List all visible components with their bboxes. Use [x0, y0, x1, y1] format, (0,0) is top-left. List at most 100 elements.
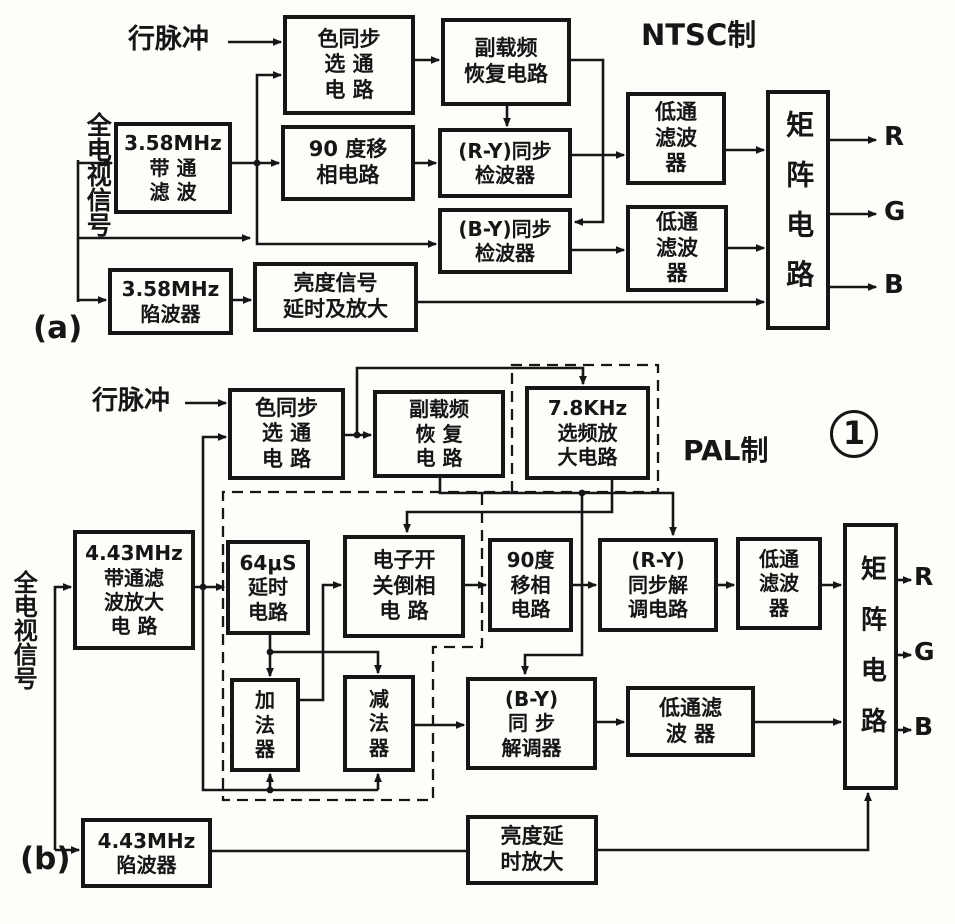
b-wire-input-trunk-to-bandpass	[53, 583, 73, 850]
block-label-line: 相电路	[316, 163, 380, 187]
b-junction-dot-0	[199, 583, 207, 591]
block-label-line: (B-Y)同步	[458, 216, 552, 241]
block-label-line: 矩阵电路	[856, 555, 887, 758]
block-label-line: (R-Y)	[631, 548, 685, 573]
block-label-line: 加	[255, 688, 275, 713]
block-label-line: 电 路	[261, 446, 312, 471]
b-block-luma-delay-amp: 亮度延时放大	[466, 815, 598, 885]
block-label-line: 选频放	[557, 420, 618, 445]
label-text: 全电视信号	[83, 112, 113, 237]
b-block-ry-sync-demod: (R-Y)同步解调电路	[598, 538, 718, 632]
block-label-line: 陷波器	[140, 301, 201, 326]
a-block-ry-sync-detector: (R-Y)同步检波器	[438, 128, 572, 198]
b-wire-direct-path-drop	[201, 587, 378, 792]
block-label-line: 时放大	[500, 850, 564, 874]
block-label-line: 亮度延	[500, 824, 564, 849]
a-label-out-r: R	[884, 122, 905, 152]
block-label-line: 副载频	[474, 36, 538, 61]
block-label-line: 减	[369, 686, 389, 711]
b-label-circled-number: 1	[830, 410, 878, 458]
block-label-line: 器	[666, 261, 688, 286]
b-junction-dot-4	[266, 786, 274, 794]
label-text: B	[914, 712, 934, 741]
b-wire-adder-to-switch	[300, 581, 343, 702]
block-label-line: 矩阵电路	[782, 110, 816, 310]
b-label-out-r: R	[914, 563, 933, 590]
block-label-line: 电 路	[379, 599, 429, 624]
b-wire-delay-branch-to-subtractor	[270, 650, 382, 675]
label-text: (a)	[33, 310, 83, 346]
b-block-subcarrier-recovery: 副载频恢 复电 路	[373, 390, 505, 478]
block-label-line: 电 路	[324, 77, 374, 102]
label-text: R	[884, 122, 905, 152]
b-junction-dot-1	[353, 431, 361, 439]
b-label-system: PAL制	[683, 436, 768, 465]
block-label-line: 电子开	[372, 548, 436, 573]
label-text: G	[884, 197, 906, 227]
block-label-line: 延时及放大	[283, 297, 388, 321]
block-label-line: 滤波	[759, 571, 799, 596]
block-label-line: 恢 复	[415, 421, 463, 446]
b-wire-dashed-ident-module	[510, 363, 660, 494]
b-wire-ident-to-switch	[403, 480, 614, 534]
block-label-line: 90度	[506, 548, 555, 573]
block-label-line: 带 通	[149, 155, 197, 180]
block-label-line: 陷波器	[116, 853, 177, 877]
block-label-line: 滤波	[656, 235, 698, 260]
b-junction-dot-2	[266, 648, 274, 656]
block-label-line: 电路	[510, 597, 551, 622]
label-text: 全电视信号	[9, 570, 38, 690]
block-label-line: 低通滤	[659, 695, 722, 720]
block-label-line: 电 路	[110, 614, 158, 639]
block-label-line: 64μS	[239, 550, 297, 575]
b-label-input-signal: 全电视信号	[9, 570, 38, 690]
block-label-line: 选 通	[261, 421, 312, 446]
a-label-out-b: B	[884, 270, 904, 300]
label-text: B	[884, 270, 904, 300]
block-label-line: 色同步	[255, 395, 318, 420]
label-text: 行脉冲	[92, 386, 171, 416]
block-label-line: 器	[369, 735, 389, 760]
block-label-line: 波放大	[104, 590, 164, 614]
a-block-lowpass-filter-2: 低通滤波器	[626, 205, 728, 292]
block-label-line: 90 度移	[308, 137, 388, 162]
block-label-line: 低通	[759, 546, 799, 571]
block-label-line: 7.8KHz	[547, 396, 628, 421]
block-label-line: 电路	[248, 599, 288, 624]
a-block-subcarrier-recovery: 副载频恢复电路	[441, 18, 571, 106]
a-block-luma-delay-amp: 亮度信号延时及放大	[253, 262, 418, 332]
block-label-line: 低通	[655, 100, 697, 125]
label-text: 行脉冲	[128, 24, 209, 55]
b-label-section-tag: (b)	[20, 843, 71, 876]
b-block-adder: 加法器	[230, 678, 300, 772]
block-label-line: (R-Y)同步	[458, 138, 552, 163]
block-label-line: 选 通	[324, 52, 374, 77]
b-junction-dot-3	[578, 489, 586, 497]
b-wire-dashed-pal-delay-module	[221, 490, 510, 802]
b-wire-chroma-riser-to-burst-gate	[201, 433, 228, 587]
b-block-lowpass-filter-b: 低通滤波 器	[626, 686, 755, 757]
b-block-by-sync-demod: (B-Y)同 步解调器	[466, 677, 597, 770]
label-text: NTSC制	[641, 18, 757, 52]
a-block-lowpass-filter-1: 低通滤波器	[626, 92, 726, 185]
block-label-line: 恢复电路	[464, 62, 548, 86]
label-text: G	[914, 637, 935, 666]
a-wire-subcarrier-to-by-ref	[571, 58, 605, 226]
block-label-line: 法	[255, 712, 275, 737]
a-label-input-signal: 全电视信号	[83, 112, 113, 237]
block-label-line: 4.43MHz	[85, 541, 183, 566]
block-label-line: 电 路	[415, 446, 463, 471]
block-label-line: 3.58MHz	[124, 131, 222, 156]
block-label-line: 关倒相	[372, 573, 436, 598]
a-wire-chroma-drop-to-by-det	[255, 163, 438, 248]
b-block-burst-gate: 色同步选 通电 路	[228, 388, 345, 480]
b-wire-ref-branch-to-by-demod	[521, 493, 584, 676]
a-block-matrix: 矩阵电路	[766, 90, 830, 330]
